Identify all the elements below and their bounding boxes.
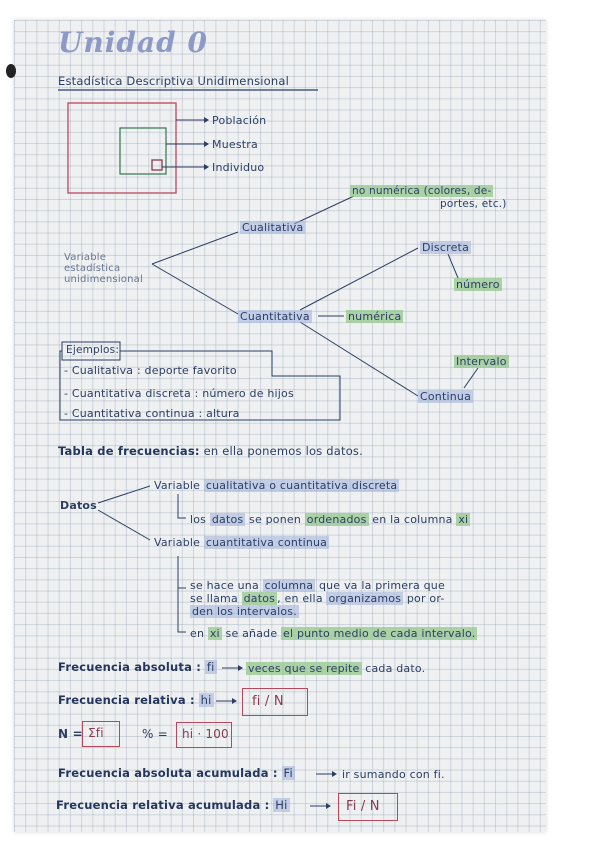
datos-label: Datos: [60, 499, 97, 512]
pct-label: % =: [142, 727, 168, 741]
tree-no-numerica-2: portes, etc.): [440, 198, 507, 210]
datos-line-7: en xi se añade el punto medio de cada in…: [190, 627, 478, 640]
page-subtitle: Estadística Descriptiva Unidimensional: [58, 74, 290, 88]
datos-line-1: Variable cualitativa o cuantitativa disc…: [154, 479, 400, 492]
datos-line-2: los datos se ponen ordenados en la colum…: [190, 513, 471, 526]
ejemplo-1: - Cualitativa : deporte favorito: [64, 364, 237, 377]
label-individuo: Individuo: [212, 161, 265, 174]
tree-numerica: numérica: [346, 310, 404, 323]
n-formula-box: [82, 721, 120, 747]
page-title: Unidad 0: [58, 26, 208, 59]
tree-discreta: Discreta: [420, 241, 472, 254]
frecuencia-relativa: Frecuencia relativa : hi: [58, 693, 214, 707]
datos-line-5: se llama datos, en ella organizamos por …: [190, 592, 445, 605]
label-muestra: Muestra: [212, 138, 258, 151]
tree-cualitativa: Cualitativa: [240, 221, 306, 234]
frecuencia-relativa-acumulada: Frecuencia relativa acumulada : Hi: [56, 798, 290, 812]
datos-line-3: Variable cuantitativa continua: [154, 536, 330, 549]
n-label: N =: [58, 727, 83, 741]
frecuencia-absoluta: Frecuencia absoluta : fi: [58, 660, 217, 674]
faa-text: ir sumando con fi.: [342, 768, 445, 781]
pct-formula-box: [176, 722, 232, 748]
tree-no-numerica-1: no numérica (colores, de-: [350, 185, 494, 197]
tree-continua: Continua: [418, 390, 474, 403]
fr-formula-box: [242, 688, 308, 716]
label-poblacion: Población: [212, 114, 267, 127]
n-formula: Σfi: [88, 726, 104, 740]
fra-formula-box: [338, 793, 398, 821]
binder-hole: [6, 64, 16, 78]
tree-numero: número: [454, 278, 502, 291]
ejemplos-heading: Ejemplos:: [66, 344, 120, 356]
datos-line-4: se hace una columna que va la primera qu…: [190, 579, 445, 592]
fra-formula: Fi / N: [346, 799, 380, 814]
datos-line-6: den los intervalos.: [190, 605, 299, 618]
pct-formula: hi · 100: [182, 727, 229, 741]
tree-root: Variable estadística unidimensional: [64, 252, 143, 285]
ejemplo-2: - Cuantitativa discreta : número de hijo…: [64, 387, 294, 400]
tree-cuantitativa: Cuantitativa: [238, 310, 312, 323]
frecuencia-absoluta-acumulada: Frecuencia absoluta acumulada : Fi: [58, 766, 295, 780]
ejemplo-3: - Cuantitativa continua : altura: [64, 407, 240, 420]
tree-intervalo: Intervalo: [454, 355, 509, 368]
frecuencia-absoluta-text: veces que se repite cada dato.: [246, 662, 426, 675]
tabla-frecuencias: Tabla de frecuencias: en ella ponemos lo…: [58, 444, 363, 458]
fr-formula: fi / N: [252, 694, 284, 709]
